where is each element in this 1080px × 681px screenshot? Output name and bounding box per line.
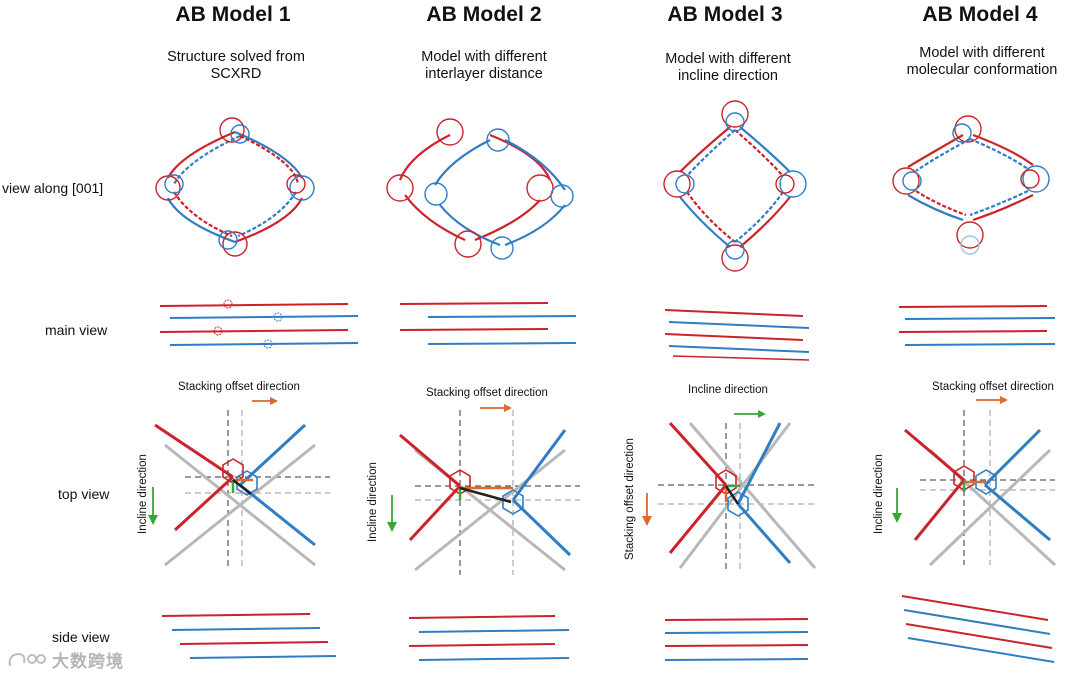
model-1-description-line-2: SCXRD <box>210 66 262 82</box>
m2-incline-label: Incline direction <box>367 462 379 542</box>
model-2-description-line-1: Model with different <box>421 49 547 65</box>
watermark-text: 大数跨境 <box>52 652 124 671</box>
model-2-top-view <box>387 410 580 575</box>
model-1-top-view <box>148 410 330 570</box>
model-4-framework-view <box>892 115 1050 255</box>
m4-orange-offset-arrow <box>976 396 1008 404</box>
model-3-description-line-2: incline direction <box>678 68 778 84</box>
model-2-description-line-2: interlayer distance <box>425 66 543 82</box>
model-4-side-view <box>901 595 1055 663</box>
model-1-main-view <box>159 299 359 349</box>
row-label-main-view: main view <box>45 322 108 338</box>
model-4-description-line-2: molecular conformation <box>906 62 1058 78</box>
model-4-description: Model with different molecular conformat… <box>867 45 1080 79</box>
model-1-description-line-1: Structure solved from <box>167 49 305 65</box>
model-2-side-view <box>408 615 570 661</box>
row-label-side-view: side view <box>52 629 110 645</box>
model-1-description: Structure solved from SCXRD <box>121 49 351 83</box>
model-3-description-line-1: Model with different <box>665 51 791 67</box>
model-2-main-view <box>399 302 577 345</box>
model-3-title: AB Model 3 <box>667 3 783 26</box>
model-2-title: AB Model 2 <box>426 3 542 26</box>
model-2-description: Model with different interlayer distance <box>369 49 599 83</box>
model-4-main-view <box>898 305 1056 346</box>
model-4-description-line-1: Model with different <box>919 45 1045 61</box>
model-3-main-view <box>664 309 810 361</box>
watermark: 大数跨境 <box>6 647 124 672</box>
m3-stacking-offset-label: Stacking offset direction <box>624 438 636 560</box>
m3-green-incline-arrow <box>734 410 766 418</box>
model-1-side-view <box>161 613 337 659</box>
watermark-logo-icon <box>8 652 46 666</box>
m4-stacking-offset-label: Stacking offset direction <box>932 381 1054 393</box>
model-1-framework-view <box>155 117 315 257</box>
m2-stacking-offset-label: Stacking offset direction <box>426 387 548 399</box>
m3-incline-label: Incline direction <box>688 384 768 396</box>
row-label-view-001: view along [001] <box>2 180 104 196</box>
m1-stacking-offset-label: Stacking offset direction <box>178 381 300 393</box>
m4-incline-label: Incline direction <box>873 454 885 534</box>
model-3-side-view <box>664 618 809 661</box>
model-4-top-view <box>892 410 1057 567</box>
m2-orange-offset-arrow <box>480 404 512 412</box>
model-2-framework-view <box>386 118 574 260</box>
model-3-framework-view <box>663 100 807 272</box>
m1-orange-offset-arrow <box>252 397 278 405</box>
model-3-description: Model with different incline direction <box>613 51 843 85</box>
model-4-title: AB Model 4 <box>922 3 1038 26</box>
model-1-title: AB Model 1 <box>175 3 291 26</box>
model-3-top-view <box>642 421 817 573</box>
row-label-top-view: top view <box>58 486 110 502</box>
